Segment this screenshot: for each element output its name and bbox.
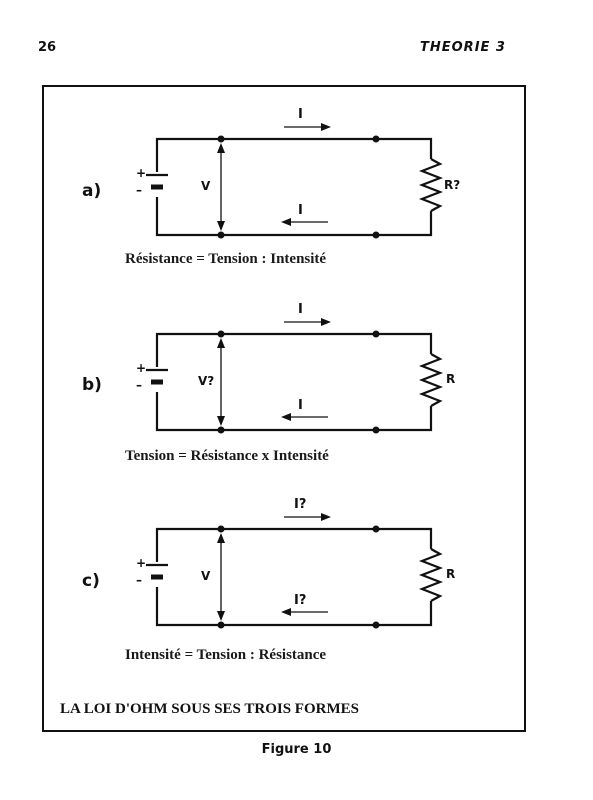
resistor-b-symbol: [418, 353, 444, 407]
formula-b: Tension = Résistance x Intensité: [125, 448, 329, 464]
circuit-b-current-bottom: I: [298, 398, 303, 413]
formula-a: Résistance = Tension : Intensité: [125, 251, 327, 267]
voltage-arrow-a-down: [217, 221, 225, 231]
node-b-4: [372, 426, 380, 434]
voltage-arrow-c-down: [217, 611, 225, 621]
node-b-1: [217, 330, 225, 338]
current-arrow-c-bottom: [281, 608, 291, 616]
voltage-arrow-c-up: [217, 533, 225, 543]
circuit-a-current-bottom: I: [298, 203, 303, 218]
node-c-1: [217, 525, 225, 533]
current-arrow-a-top: [321, 123, 331, 131]
circuit-c-letter: c): [82, 571, 100, 591]
circuit-a-minus: –: [136, 183, 142, 197]
circuit-b-minus: –: [136, 378, 142, 392]
circuit-b: [146, 318, 444, 434]
node-a-4: [372, 231, 380, 239]
current-arrow-c-top: [321, 513, 331, 521]
circuit-a-current-top: I: [298, 107, 303, 122]
node-c-4: [372, 621, 380, 629]
circuit-a: [146, 123, 444, 239]
node-b-2: [372, 330, 380, 338]
node-c-2: [372, 525, 380, 533]
circuit-c-plus: +: [136, 556, 147, 570]
resistor-c-symbol: [418, 548, 444, 602]
current-arrow-a-bottom: [281, 218, 291, 226]
circuit-b-resistance: R: [446, 372, 456, 386]
formula-c: Intensité = Tension : Résistance: [125, 647, 327, 663]
section-header: THEORIE 3: [420, 40, 506, 55]
circuit-c: [146, 513, 444, 629]
circuit-a-plus: +: [136, 166, 147, 180]
node-a-1: [217, 135, 225, 143]
circuit-b-letter: b): [82, 375, 102, 395]
voltage-arrow-b-down: [217, 416, 225, 426]
node-c-3: [217, 621, 225, 629]
circuit-a-resistance: R?: [444, 178, 461, 192]
circuit-c-resistance: R: [446, 567, 456, 581]
current-arrow-b-top: [321, 318, 331, 326]
circuit-b-plus: +: [136, 361, 147, 375]
current-arrow-b-bottom: [281, 413, 291, 421]
frame-title: LA LOI D'OHM SOUS SES TROIS FORMES: [60, 701, 359, 717]
voltage-arrow-b-up: [217, 338, 225, 348]
node-b-3: [217, 426, 225, 434]
circuit-c-current-bottom: I?: [294, 593, 307, 608]
node-a-2: [372, 135, 380, 143]
figure-caption: Figure 10: [261, 742, 332, 757]
voltage-arrow-a-up: [217, 143, 225, 153]
page-number: 26: [38, 40, 57, 55]
circuit-a-voltage: V: [201, 179, 211, 193]
circuit-b-voltage: V?: [198, 374, 215, 388]
node-a-3: [217, 231, 225, 239]
circuit-c-voltage: V: [201, 569, 211, 583]
circuit-c-current-top: I?: [294, 497, 307, 512]
resistor-a-symbol: [418, 158, 444, 212]
circuit-a-letter: a): [82, 181, 102, 201]
circuit-c-minus: –: [136, 573, 142, 587]
figure-frame: a) + – V I I R? Résistance = Tension : I…: [42, 85, 526, 732]
circuit-b-current-top: I: [298, 302, 303, 317]
